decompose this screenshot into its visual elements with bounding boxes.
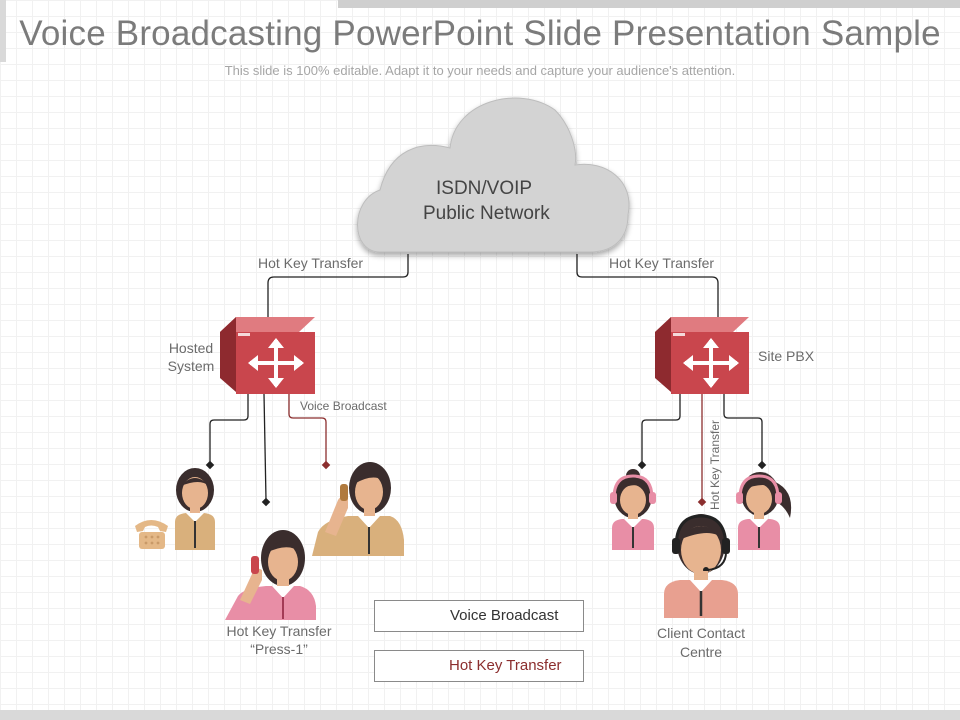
- voice-broadcast-connection-label: Voice Broadcast: [300, 399, 387, 413]
- headset-agent-icon: [736, 472, 792, 550]
- connector-end: [697, 497, 707, 507]
- cloud-label-line1: ISDN/VOIP: [436, 178, 533, 199]
- headset-man-icon: [664, 514, 738, 618]
- left-hot-key-transfer-label: Hot Key Transfer: [258, 255, 364, 271]
- press1-label-line2: “Press-1”: [250, 641, 308, 657]
- router-arrows-icon: [683, 338, 739, 388]
- top-accent-bar: [338, 0, 960, 8]
- connector-end: [757, 460, 767, 470]
- slide-subtitle: This slide is 100% editable. Adapt it to…: [224, 63, 736, 78]
- connector-end: [261, 497, 271, 507]
- legend-voice-broadcast-label: Voice Broadcast: [450, 607, 559, 624]
- site-pbx-router: [655, 317, 749, 394]
- vertical-hot-key-transfer-label: Hot Key Transfer: [708, 419, 722, 510]
- headset-agent-icon: [610, 469, 656, 550]
- left-accent-bar: [0, 0, 6, 62]
- site-pbx-label: Site PBX: [758, 348, 815, 364]
- cloud-connectors: [267, 254, 719, 322]
- connector-end: [205, 460, 215, 470]
- router-arrows-icon: [248, 338, 304, 388]
- hosted-system-router: [220, 317, 315, 394]
- woman-phone-agent-icon: [225, 530, 316, 620]
- woman-agent-icon: [175, 468, 215, 550]
- legend-voice-broadcast: [374, 600, 584, 632]
- client-contact-label-line2: Centre: [679, 644, 723, 660]
- telephone-icon: [135, 520, 168, 549]
- legend-hot-key-transfer: [374, 650, 584, 682]
- legend-hot-key-transfer-label: Hot Key Transfer: [449, 657, 562, 674]
- bottom-accent-bar: [0, 710, 960, 720]
- cloud-shape: [357, 97, 630, 253]
- woman-phone-agent-icon: [312, 462, 404, 556]
- right-hot-key-transfer-label: Hot Key Transfer: [609, 255, 715, 271]
- hosted-system-label-line1: Hosted: [168, 340, 214, 356]
- connector-end: [321, 460, 331, 470]
- press1-label-line1: Hot Key Transfer: [226, 623, 332, 639]
- slide-title: Voice Broadcasting PowerPoint Slide Pres…: [19, 14, 941, 53]
- site-pbx-connectors: [641, 394, 763, 500]
- client-contact-label-line1: Client Contact: [657, 625, 745, 641]
- connector-end: [637, 460, 647, 470]
- hosted-system-label-line2: System: [167, 358, 215, 374]
- cloud-label-line2: Public Network: [423, 203, 550, 224]
- hosted-system-connectors: [209, 393, 327, 501]
